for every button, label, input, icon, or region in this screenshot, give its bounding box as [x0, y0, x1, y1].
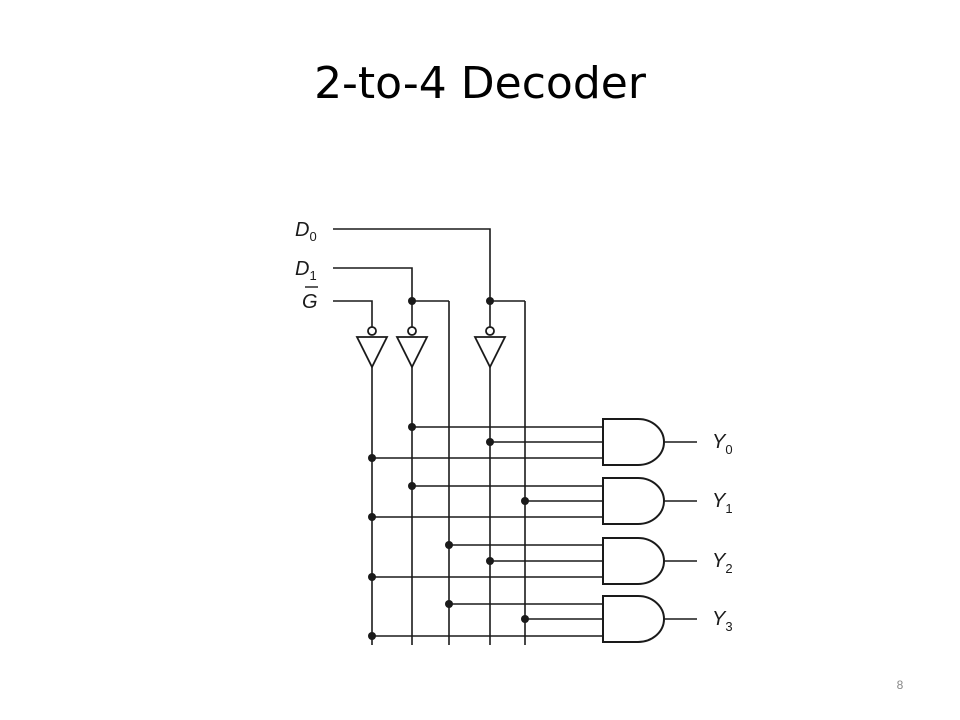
input-label-g: G: [302, 291, 318, 313]
slide-number: 8: [896, 678, 904, 692]
junction-dot: [486, 438, 494, 446]
inverter-d1: [395, 326, 429, 370]
junction-dot: [445, 541, 453, 549]
junction-dot: [521, 497, 529, 505]
junction-dot: [408, 297, 416, 305]
slide-title: 2-to-4 Decoder: [314, 58, 646, 109]
output-label-y0: Y0: [712, 431, 733, 457]
and-gate-y3: [602, 595, 665, 643]
wire-g: [333, 300, 373, 327]
input-label-d1: D1: [295, 258, 317, 283]
input-label-d0: D0: [295, 219, 317, 244]
junction-dot: [408, 423, 416, 431]
junction-dot: [486, 557, 494, 565]
junction-dot: [368, 573, 376, 581]
and-gate-y0: [602, 418, 665, 466]
and-gate-y2: [602, 537, 665, 585]
junction-dot: [368, 454, 376, 462]
output-label-y2: Y2: [712, 550, 733, 576]
junction-dot: [445, 600, 453, 608]
and-gate-y1: [602, 477, 665, 525]
junction-dot: [521, 615, 529, 623]
junction-dot: [486, 297, 494, 305]
output-label-y3: Y3: [712, 608, 733, 634]
junction-dot: [408, 482, 416, 490]
wire-d1: [333, 267, 413, 301]
junction-dot: [368, 513, 376, 521]
inverter-d0: [473, 326, 507, 370]
output-label-y1: Y1: [712, 490, 733, 516]
wire-d0: [333, 228, 491, 301]
inverter-g: [355, 326, 389, 370]
junction-dot: [368, 632, 376, 640]
